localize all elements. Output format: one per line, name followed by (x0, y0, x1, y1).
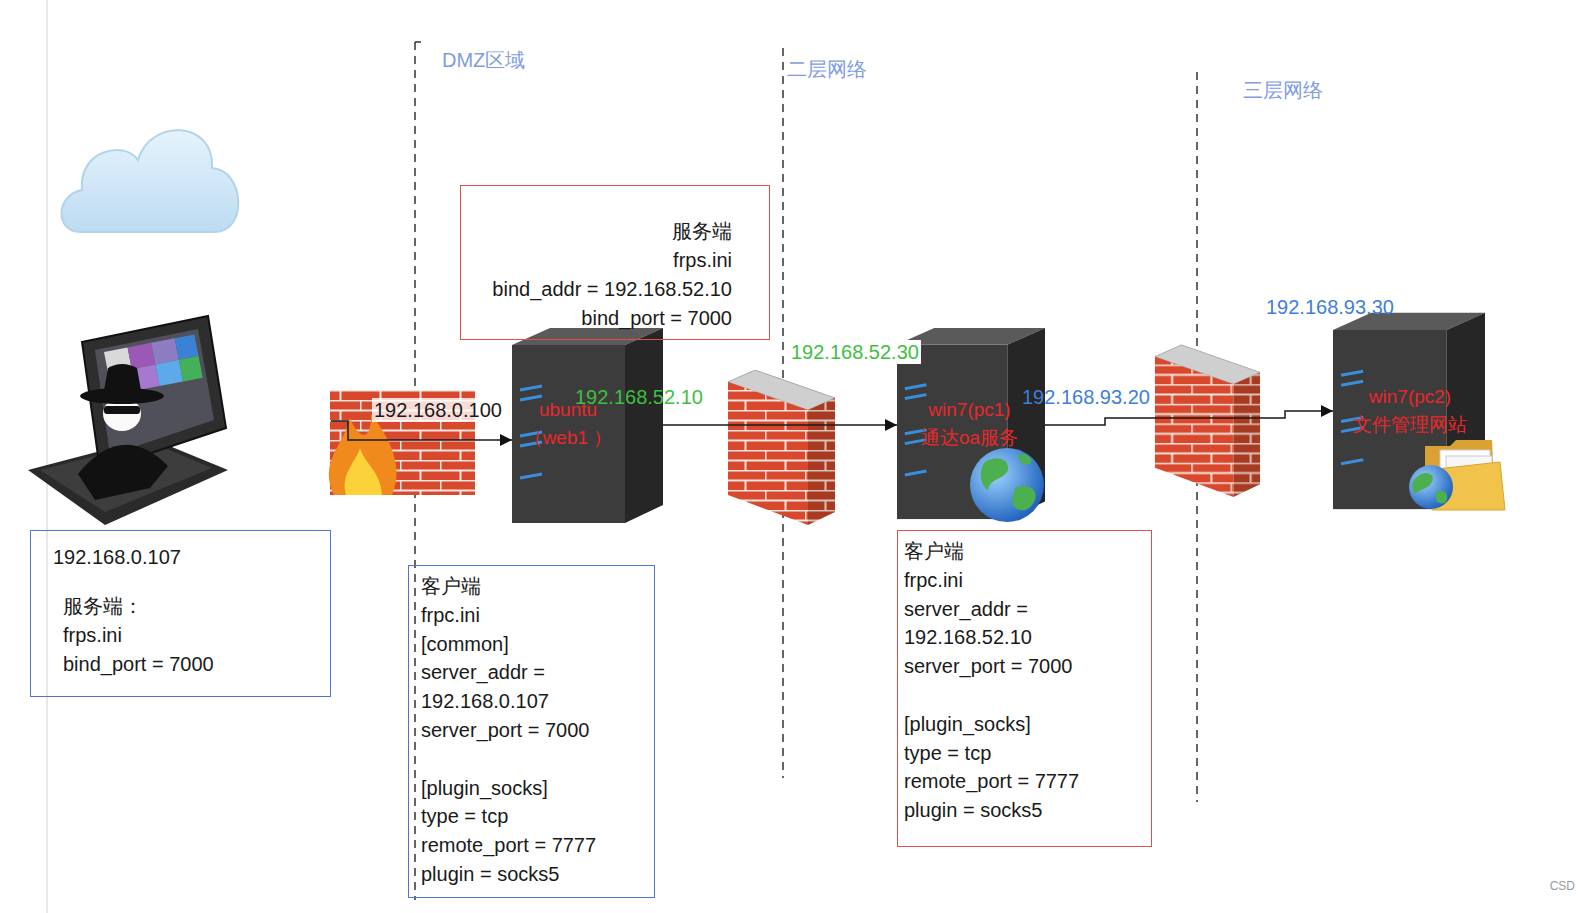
connector-arrow (331, 421, 512, 440)
node-text: 客户端 (904, 537, 1145, 566)
node-text: type = tcp (904, 739, 1145, 768)
node-text: 服务端 (469, 217, 732, 246)
hacker-laptop-part-part (175, 334, 199, 359)
node-text: frps.ini (469, 246, 732, 275)
attacker-host: 192.168.0.107 服务端：frps.inibind_port = 700… (30, 310, 331, 697)
hacker-laptop-part-part (151, 338, 179, 364)
hacker-laptop (28, 316, 228, 525)
node-text: plugin = socks5 (421, 860, 648, 889)
firewall-wall (728, 370, 835, 525)
node-text: remote_port = 7777 (421, 831, 648, 860)
node-text: 通达oa服务 (912, 424, 1027, 452)
node-text: server_addr = 192.168.0.107 (421, 658, 648, 716)
node-text: bind_port = 7000 (53, 650, 322, 679)
node-text: server_port = 7000 (904, 652, 1145, 681)
globe-icon-part (1018, 454, 1031, 464)
node-text: 192.168.0.107 (53, 543, 322, 572)
margin-line (47, 0, 48, 913)
hacker-laptop-part-part (179, 356, 203, 381)
zone-dividers (415, 42, 1197, 900)
node-text: 客户端 (421, 572, 648, 601)
firewall-flame-part (345, 448, 382, 495)
globe-icon (970, 448, 1044, 522)
node-text: 服务端： (53, 592, 322, 621)
ip-label: 192.168.0.100 (372, 398, 504, 422)
globe-icon-part (1412, 473, 1433, 494)
globe-icon (1409, 465, 1453, 509)
ip-label: 192.168.52.10 (575, 385, 703, 409)
watermark: CSD (1550, 874, 1575, 898)
connector-arrow (1045, 411, 1333, 425)
zone-label: 三层网络 (1243, 78, 1323, 102)
server: win7(pc2)文件管理网站 (1333, 312, 1485, 510)
hacker-laptop-part (78, 445, 168, 500)
node-text: win7(pc2) (1350, 383, 1470, 411)
node-body: win7(pc1)通达oa服务 (912, 325, 1027, 522)
connector-arrow (663, 424, 897, 426)
ip-label: 192.168.93.20 (1022, 385, 1150, 409)
node-text: [plugin_socks] (421, 774, 648, 803)
node-text: server_addr = 192.168.52.10 (904, 595, 1145, 653)
node-text: （web1 ） (512, 424, 624, 452)
globe-icon-part (981, 458, 1008, 490)
zone-label: 二层网络 (787, 57, 867, 81)
hacker-laptop-part (80, 388, 164, 404)
globe-icon-part (1012, 486, 1036, 510)
bracket-tick (415, 41, 421, 43)
hacker-laptop-part (104, 406, 140, 414)
node-text: frpc.ini (421, 601, 648, 630)
cloud-icon (61, 130, 238, 232)
server: ubuntu（web1 ） (512, 328, 663, 523)
node-text: plugin = socks5 (904, 796, 1145, 825)
node-body: ubuntu（web1 ） (512, 328, 624, 523)
firewall-wall (1155, 345, 1260, 497)
hacker-laptop-part-part (155, 360, 183, 386)
config-box: 服务端frps.inibind_addr = 192.168.52.10bind… (460, 185, 770, 340)
firewall-flame-part (329, 414, 397, 495)
server-icon (512, 328, 663, 523)
node-text: server_port = 7000 (421, 716, 648, 745)
node-text: remote_port = 7777 (904, 767, 1145, 796)
globe-icon-part (1409, 465, 1453, 509)
node-body: win7(pc2)文件管理网站 (1350, 312, 1470, 510)
node-text: type = tcp (421, 802, 648, 831)
node-body: 客户端frpc.iniserver_addr = 192.168.52.10se… (897, 530, 1152, 847)
ip-label: 192.168.52.30 (789, 340, 921, 364)
hacker-laptop-part (40, 442, 212, 512)
node-text: bind_addr = 192.168.52.10 (469, 275, 732, 304)
node-text: bind_port = 7000 (469, 304, 732, 333)
hacker-laptop-part-part (128, 343, 156, 369)
cloud-icon-part (61, 130, 238, 232)
globe-icon-part (970, 448, 1044, 522)
node-text: [plugin_socks] (904, 710, 1145, 739)
globe-icon-part (1436, 491, 1448, 504)
node-text: 文件管理网站 (1350, 411, 1470, 439)
config-box: 客户端frpc.ini[common]server_addr = 192.168… (408, 565, 655, 898)
ip-label: 192.168.93.30 (1266, 295, 1394, 319)
node-text: [common] (421, 630, 648, 659)
node-text: win7(pc1) (912, 396, 1027, 424)
node-text: frps.ini (53, 621, 322, 650)
zone-label: DMZ区域 (442, 48, 525, 72)
hacker-laptop-part (104, 334, 203, 395)
node-text: frpc.ini (904, 566, 1145, 595)
node-body: 192.168.0.107 服务端：frps.inibind_port = 700… (30, 530, 331, 697)
node-body: 客户端frpc.ini[common]server_addr = 192.168… (408, 565, 655, 898)
config-box: 客户端frpc.iniserver_addr = 192.168.52.10se… (897, 530, 1152, 847)
hacker-laptop-part (28, 438, 228, 525)
node-body: 服务端frps.inibind_addr = 192.168.52.10bind… (460, 185, 770, 340)
